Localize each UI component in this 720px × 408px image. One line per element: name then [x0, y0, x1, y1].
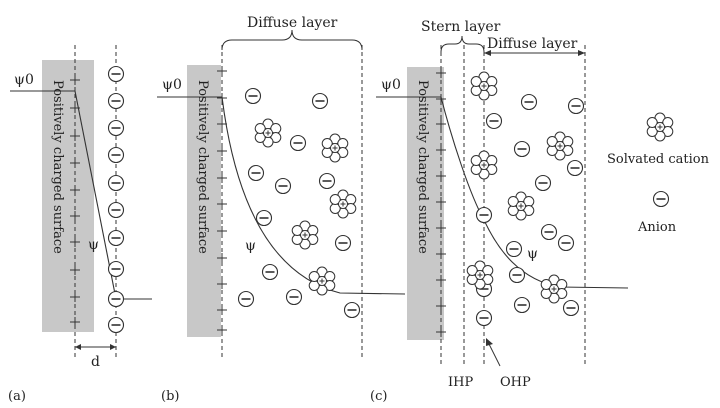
- ohp-label: OHP: [500, 375, 531, 390]
- distance-d-a: [75, 344, 116, 350]
- solvated-cation-icon: [646, 112, 674, 142]
- diffuse-layer-label-b: Diffuse layer: [247, 15, 338, 31]
- ihp-label: IHP: [448, 375, 473, 390]
- surface-c: [407, 67, 444, 340]
- psi-label-c: ψ: [527, 246, 538, 262]
- psi0-label-b: ψ0: [162, 77, 182, 93]
- stern-layer-label: Stern layer: [421, 19, 501, 35]
- surface-b: [187, 65, 221, 337]
- legend: Solvated cation Anion: [607, 112, 710, 235]
- surface-label-c: Positively charged surface: [415, 80, 430, 254]
- surface-a: [42, 60, 94, 332]
- panel-label-a: (a): [8, 389, 26, 404]
- panel-a: ψ0 Positively charged surface ψ d (a): [8, 45, 152, 404]
- ohp-arrow: [486, 338, 501, 367]
- potential-curve-a: [74, 90, 117, 300]
- panel-c: Stern layer Diffuse layer: [370, 19, 629, 404]
- legend-anion-label: Anion: [637, 220, 677, 235]
- diffuse-layer-brace: [221, 29, 363, 51]
- diffuse-layer-arrow-c: [484, 50, 585, 56]
- surface-label-b: Positively charged surface: [195, 80, 210, 254]
- panel-label-c: (c): [370, 389, 387, 404]
- psi-label-b: ψ: [245, 238, 256, 254]
- surface-label-a: Positively charged surface: [50, 80, 65, 254]
- d-label: d: [91, 354, 100, 370]
- diffuse-layer-label-c: Diffuse layer: [487, 36, 578, 52]
- panel-b: Diffuse layer ψ0 Positively charged surf…: [157, 15, 406, 404]
- psi0-label-a: ψ0: [14, 72, 34, 88]
- psi0-label-c: ψ0: [381, 77, 401, 93]
- anion-icon: [652, 190, 670, 208]
- panel-label-b: (b): [161, 389, 179, 404]
- legend-cation-label: Solvated cation: [607, 152, 710, 167]
- stern-layer-brace: [440, 35, 485, 53]
- potential-curve-b: [221, 96, 406, 295]
- psi-label-a: ψ: [88, 237, 99, 253]
